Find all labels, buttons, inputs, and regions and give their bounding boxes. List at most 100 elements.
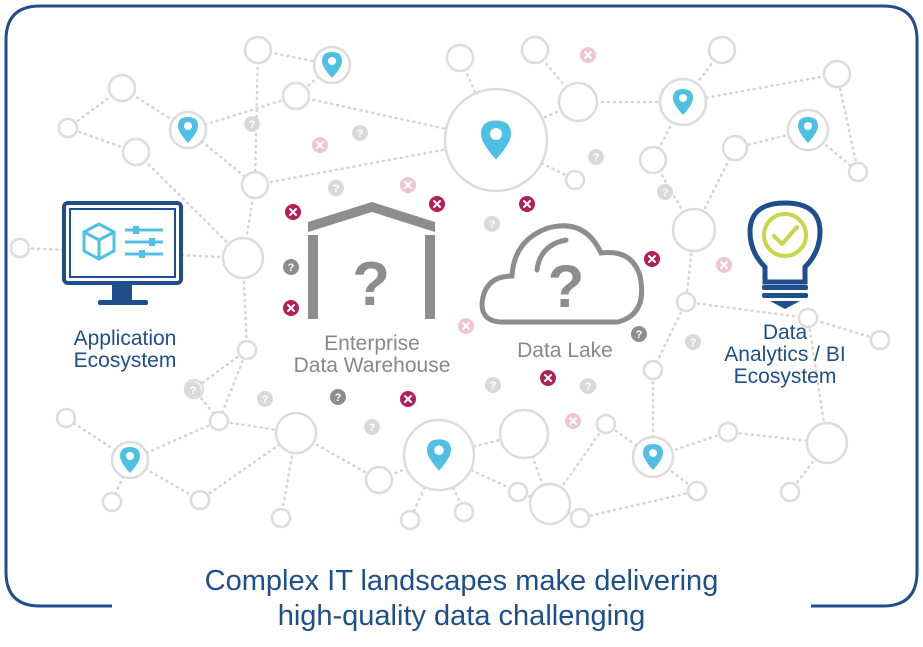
- cloud-question-mark: ?: [548, 253, 585, 320]
- network-link: [128, 419, 221, 462]
- network-link: [437, 453, 520, 494]
- question-mark-icon: ?: [364, 419, 380, 435]
- network-node: [847, 161, 869, 183]
- question-mark-icon: ?: [244, 116, 260, 132]
- svg-text:?: ?: [288, 262, 295, 274]
- network-link: [684, 300, 810, 320]
- network-node: [270, 507, 292, 529]
- network-node: [274, 411, 318, 455]
- network-link: [217, 348, 249, 423]
- network-node: [9, 237, 31, 259]
- error-x-icon: [716, 257, 732, 273]
- network-node: [498, 408, 550, 460]
- location-pins: [120, 52, 818, 473]
- lightbulb-check-icon: [747, 200, 823, 309]
- question-mark-icon: ?: [185, 382, 201, 398]
- svg-text:?: ?: [262, 394, 269, 406]
- network-node: [121, 137, 151, 167]
- network-node: [221, 236, 265, 280]
- svg-text:?: ?: [490, 380, 497, 392]
- network-link: [186, 128, 257, 187]
- error-x-icon: [580, 47, 596, 63]
- network-node: [638, 145, 668, 175]
- network-nodes: [9, 35, 891, 531]
- question-mark-icon: ?: [283, 259, 299, 275]
- svg-text:?: ?: [636, 329, 643, 341]
- error-x-icon: [458, 318, 474, 334]
- network-link: [279, 431, 298, 520]
- svg-text:?: ?: [357, 128, 364, 140]
- network-node: [240, 170, 270, 200]
- error-x-icon: [312, 137, 328, 153]
- question-mark-icon: ?: [580, 378, 596, 394]
- network-node: [243, 35, 273, 65]
- network-node: [399, 509, 421, 531]
- network-node: [57, 117, 79, 139]
- network-node: [869, 329, 891, 351]
- error-x-icon: [565, 413, 581, 429]
- network-node: [101, 491, 123, 513]
- svg-text:?: ?: [585, 381, 592, 393]
- network-node: [445, 43, 475, 73]
- network-node: [707, 35, 737, 65]
- cloud-question-icon: ?: [479, 223, 645, 325]
- caption: Complex IT landscapes make delivering hi…: [204, 565, 719, 632]
- network-node: [107, 73, 137, 103]
- network-node: [520, 35, 550, 65]
- network-node: [675, 291, 697, 313]
- network-link: [578, 489, 699, 520]
- svg-text:?: ?: [369, 422, 376, 434]
- error-x-icon: [429, 196, 445, 212]
- warehouse-question-mark: ?: [352, 250, 390, 319]
- error-x-icon: [400, 177, 416, 193]
- network-node: [805, 421, 849, 465]
- network-link: [294, 94, 498, 142]
- outer-frame: [4, 4, 919, 608]
- network-node: [208, 410, 230, 432]
- location-pin-icon: [427, 439, 451, 471]
- svg-text:?: ?: [690, 337, 697, 349]
- question-mark-icon: ?: [484, 216, 500, 232]
- network-node: [557, 81, 599, 123]
- network-node: [569, 507, 591, 529]
- svg-text:?: ?: [662, 187, 669, 199]
- data-lake-label: Data Lake: [517, 339, 613, 362]
- location-pin-icon: [120, 447, 140, 473]
- network-node: [507, 481, 529, 503]
- monitor-cube-sliders-icon: [62, 201, 183, 305]
- location-pin-icon: [673, 89, 693, 115]
- network-node: [189, 489, 211, 511]
- network-node: [797, 307, 819, 329]
- network-link: [788, 441, 829, 494]
- error-x-icon: [285, 204, 301, 220]
- network-node: [779, 481, 801, 503]
- network-node: [686, 480, 708, 502]
- network-node: [528, 482, 572, 526]
- network-link: [192, 348, 249, 391]
- network-link: [681, 72, 839, 104]
- question-mark-icon: ?: [257, 391, 273, 407]
- data-analytics-bi-label: Data Analytics / BI Ecosystem: [724, 321, 846, 389]
- error-x-icon: [540, 370, 556, 386]
- network-node: [364, 465, 394, 495]
- question-mark-icon: ?: [685, 334, 701, 350]
- network-node: [822, 59, 852, 89]
- error-x-icon: [400, 391, 416, 407]
- network-link: [651, 300, 688, 372]
- network-node: [721, 134, 749, 162]
- svg-text:?: ?: [333, 183, 340, 195]
- network-link: [134, 150, 245, 260]
- location-pin-icon: [798, 117, 818, 143]
- location-pin-icon: [643, 444, 663, 470]
- question-mark-icon: ?: [328, 180, 344, 196]
- svg-text:?: ?: [335, 392, 342, 404]
- question-mark-icon: ?: [330, 389, 346, 405]
- question-mark-icon: ?: [485, 377, 501, 393]
- question-mark-icon: ?: [657, 184, 673, 200]
- svg-text:?: ?: [593, 152, 600, 164]
- network-node: [595, 413, 617, 435]
- svg-text:?: ?: [249, 119, 256, 131]
- application-ecosystem-label: Application Ecosystem: [73, 327, 177, 373]
- network-node: [564, 169, 586, 191]
